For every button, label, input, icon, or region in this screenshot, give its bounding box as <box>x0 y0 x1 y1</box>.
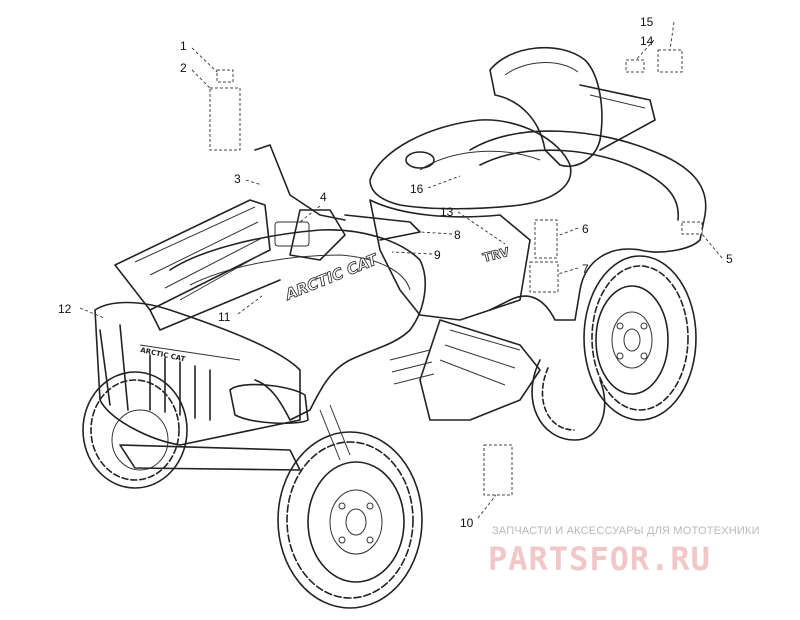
watermark-tagline: ЗАПЧАСТИ И АКСЕССУАРЫ ДЛЯ МОТОТЕХНИКИ <box>492 525 760 537</box>
decal-7 <box>529 261 559 293</box>
decal-15 <box>657 49 683 73</box>
fender-brand-decal: ARCTIC CAT <box>282 250 382 304</box>
callout-4: 4 <box>320 190 327 204</box>
callout-9: 9 <box>434 248 441 262</box>
side-model-decal: TRV <box>481 245 511 265</box>
callout-5: 5 <box>726 252 733 266</box>
atv-body <box>94 46 707 471</box>
rear-right-wheel <box>583 255 697 421</box>
callout-2: 2 <box>180 61 187 75</box>
callout-10: 10 <box>460 516 474 530</box>
decal-1 <box>216 69 234 83</box>
callout-13: 13 <box>440 205 454 219</box>
decal-2 <box>209 87 241 151</box>
watermark-brand: PARTSFOR.RU <box>488 540 711 578</box>
callout-1: 1 <box>180 39 187 53</box>
decal-10 <box>483 444 513 496</box>
callout-11: 11 <box>218 310 231 324</box>
callout-numbers: 1 2 3 4 5 6 7 8 9 10 11 12 13 14 15 16 <box>58 15 733 530</box>
callout-14: 14 <box>640 34 654 48</box>
callout-12: 12 <box>58 302 72 316</box>
decal-5 <box>681 221 703 235</box>
front-left-wheel <box>82 371 188 489</box>
leader-lines <box>79 21 723 519</box>
callout-15: 15 <box>640 15 654 29</box>
callout-3: 3 <box>234 172 241 186</box>
callout-6: 6 <box>582 222 589 236</box>
callout-8: 8 <box>454 228 461 242</box>
callout-7: 7 <box>582 262 589 276</box>
decal-14 <box>625 59 645 73</box>
decal-6 <box>534 219 558 259</box>
rear-left-wheel <box>531 359 606 441</box>
callout-16: 16 <box>410 182 424 196</box>
front-right-wheel <box>277 431 423 609</box>
